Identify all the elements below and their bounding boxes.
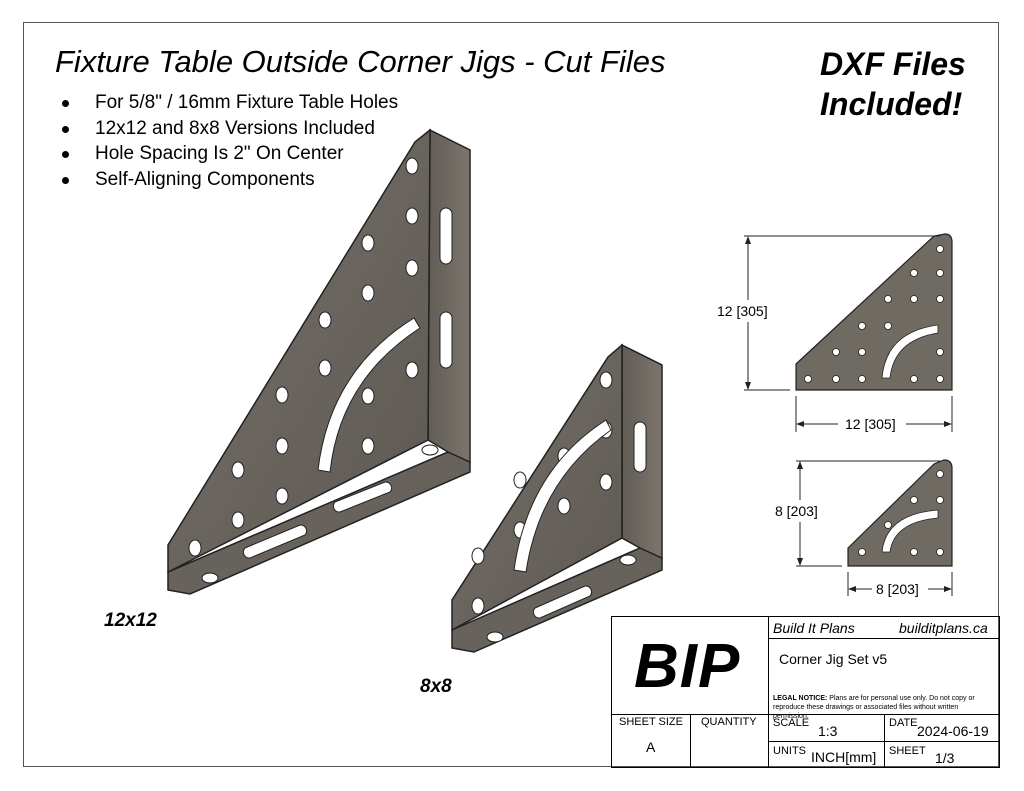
sheet-cell: SHEET 1/3 bbox=[884, 741, 1000, 768]
small-width-dimension: 8 [203] bbox=[876, 581, 919, 597]
company-cell: Build It Plans builditplans.ca bbox=[768, 616, 1000, 639]
dxf-banner: DXF Files Included! bbox=[820, 44, 966, 124]
large-width-dimension: 12 [305] bbox=[845, 416, 896, 432]
title-block: BIP Build It Plans builditplans.ca Corne… bbox=[611, 616, 1000, 768]
sheet-size-value: A bbox=[646, 739, 656, 755]
units-value: INCH[mm] bbox=[811, 749, 877, 765]
feature-item: 12x12 and 8x8 Versions Included bbox=[55, 116, 398, 142]
part-cell: Corner Jig Set v5 LEGAL NOTICE: Plans ar… bbox=[768, 638, 1000, 720]
dxf-banner-line1: DXF Files bbox=[820, 46, 966, 82]
feature-item: Hole Spacing Is 2" On Center bbox=[55, 141, 398, 167]
units-label: UNITS bbox=[773, 745, 806, 757]
feature-item: Self-Aligning Components bbox=[55, 167, 398, 193]
quantity-cell: QUANTITY bbox=[690, 714, 769, 768]
date-value: 2024-06-19 bbox=[917, 723, 989, 739]
large-jig-render bbox=[167, 128, 471, 595]
large-jig-label: 12x12 bbox=[104, 610, 157, 631]
small-jig-gusset bbox=[451, 343, 623, 632]
large-height-dimension: 12 [305] bbox=[717, 303, 768, 319]
logo-cell: BIP bbox=[611, 616, 769, 715]
company-logo: BIP bbox=[634, 632, 741, 701]
sheet-size-cell: SHEET SIZE A bbox=[611, 714, 691, 768]
date-label: DATE bbox=[889, 717, 918, 729]
scale-label: SCALE bbox=[773, 717, 810, 729]
large-jig-upright-wall bbox=[427, 128, 471, 464]
feature-list: For 5/8" / 16mm Fixture Table Holes 12x1… bbox=[55, 90, 398, 192]
sheet-size-label: SHEET SIZE bbox=[619, 716, 683, 728]
scale-cell: SCALE 1:3 bbox=[768, 714, 885, 742]
units-cell: UNITS INCH[mm] bbox=[768, 741, 885, 768]
company-website: builditplans.ca bbox=[899, 620, 988, 636]
small-height-dimension: 8 [203] bbox=[775, 503, 818, 519]
scale-value: 1:3 bbox=[818, 723, 838, 739]
flat-view-8x8 bbox=[796, 459, 953, 596]
flat-view-12x12 bbox=[744, 233, 953, 432]
feature-item: For 5/8" / 16mm Fixture Table Holes bbox=[55, 90, 398, 116]
legal-notice-text: Plans are for personal use only. Do not … bbox=[773, 695, 975, 720]
date-cell: DATE 2024-06-19 bbox=[884, 714, 1000, 742]
dxf-banner-line2: Included! bbox=[820, 86, 963, 122]
small-jig-render bbox=[451, 343, 663, 653]
sheet-value: 1/3 bbox=[935, 750, 955, 766]
drawing-border bbox=[23, 22, 999, 767]
quantity-label: QUANTITY bbox=[701, 716, 757, 728]
legal-notice-heading: LEGAL NOTICE: bbox=[773, 695, 828, 702]
small-jig-label: 8x8 bbox=[420, 676, 452, 697]
company-name: Build It Plans bbox=[773, 620, 855, 636]
part-name: Corner Jig Set v5 bbox=[779, 651, 888, 667]
drawing-title: Fixture Table Outside Corner Jigs - Cut … bbox=[55, 44, 666, 79]
legal-notice: LEGAL NOTICE: Plans are for personal use… bbox=[773, 694, 995, 721]
sheet-label: SHEET bbox=[889, 745, 926, 757]
